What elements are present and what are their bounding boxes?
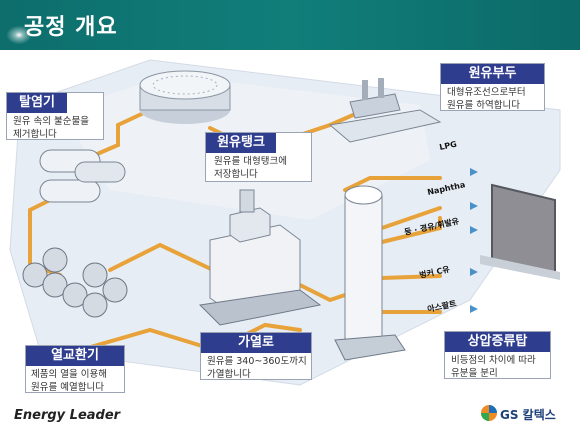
callout-furnace: 가열로 원유를 340~360도까지 가열합니다 <box>200 332 312 380</box>
callout-text: 원유를 대형탱크에 저장합니다 <box>214 156 287 180</box>
callout-title: 열교환기 <box>26 346 124 366</box>
product-arrows <box>470 168 478 313</box>
pipe-bunker <box>380 274 442 280</box>
crude-tank-graphic <box>139 70 231 124</box>
callout-text: 원유를 340~360도까지 가열합니다 <box>207 356 307 380</box>
callout-title: 원유탱크 <box>206 133 276 153</box>
callout-title: 원유부두 <box>441 64 544 84</box>
title-bar: 공정 개요 <box>0 0 580 50</box>
callout-title: 상압증류탑 <box>445 332 550 352</box>
distillation-tower-graphic <box>334 185 406 361</box>
gs-logo-icon <box>481 405 497 421</box>
energy-leader-logo: Energy Leader <box>14 408 121 423</box>
page-title: 공정 개요 <box>24 15 118 40</box>
callout-text: 원유 속의 불순물을 제거합니다 <box>13 116 89 140</box>
arrow-kero-icon <box>470 226 478 234</box>
arrow-bunker-icon <box>470 268 478 276</box>
arrow-naphtha-icon <box>470 202 478 210</box>
footer: Energy Leader GS 칼텍스 <box>0 395 580 436</box>
callout-text: 비등점의 차이에 따라 유분을 분리 <box>451 355 536 379</box>
pipe-lpg <box>343 176 442 192</box>
arrow-asphalt-icon <box>470 305 478 313</box>
callout-crude-tank: 원유탱크 원유를 대형탱크에 저장합니다 <box>205 132 312 182</box>
pipe-exchanger-furnace <box>108 242 232 280</box>
heat-exchanger-graphic <box>22 247 128 318</box>
callout-text: 제품의 열을 이용해 원유를 예열합니다 <box>31 369 107 393</box>
sparkle-icon <box>4 24 34 46</box>
product-screen-graphic <box>480 183 560 280</box>
gs-caltex-logo: GS 칼텍스 <box>500 408 556 422</box>
furnace-graphic <box>198 189 322 326</box>
callout-text: 대형유조선으로부터 원유를 하역합니다 <box>447 87 526 111</box>
pipe-furnace-tower <box>298 283 347 303</box>
pipe-kero <box>380 216 442 244</box>
callout-title: 가열로 <box>201 333 311 353</box>
tanker-ship-graphic <box>328 78 442 143</box>
callout-distillation: 상압증류탑 비등점의 차이에 따라 유분을 분리 <box>444 331 551 379</box>
callout-desalter: 탈염기 원유 속의 불순물을 제거합니다 <box>6 92 104 140</box>
product-label-lpg: LPG <box>439 140 458 152</box>
callout-crude-pier: 원유부두 대형유조선으로부터 원유를 하역합니다 <box>440 63 545 111</box>
desalter-graphic <box>39 149 126 203</box>
process-diagram: LPG Naphtha 등 · 경유/휘발유 벙커 C유 아스팔트 탈염기 원유… <box>0 50 580 395</box>
callout-title: 탈염기 <box>7 93 67 113</box>
pipe-naphtha <box>380 206 442 230</box>
callout-heat-exchanger: 열교환기 제품의 열을 이용해 원유를 예열합니다 <box>25 345 125 393</box>
arrow-lpg-icon <box>470 168 478 176</box>
